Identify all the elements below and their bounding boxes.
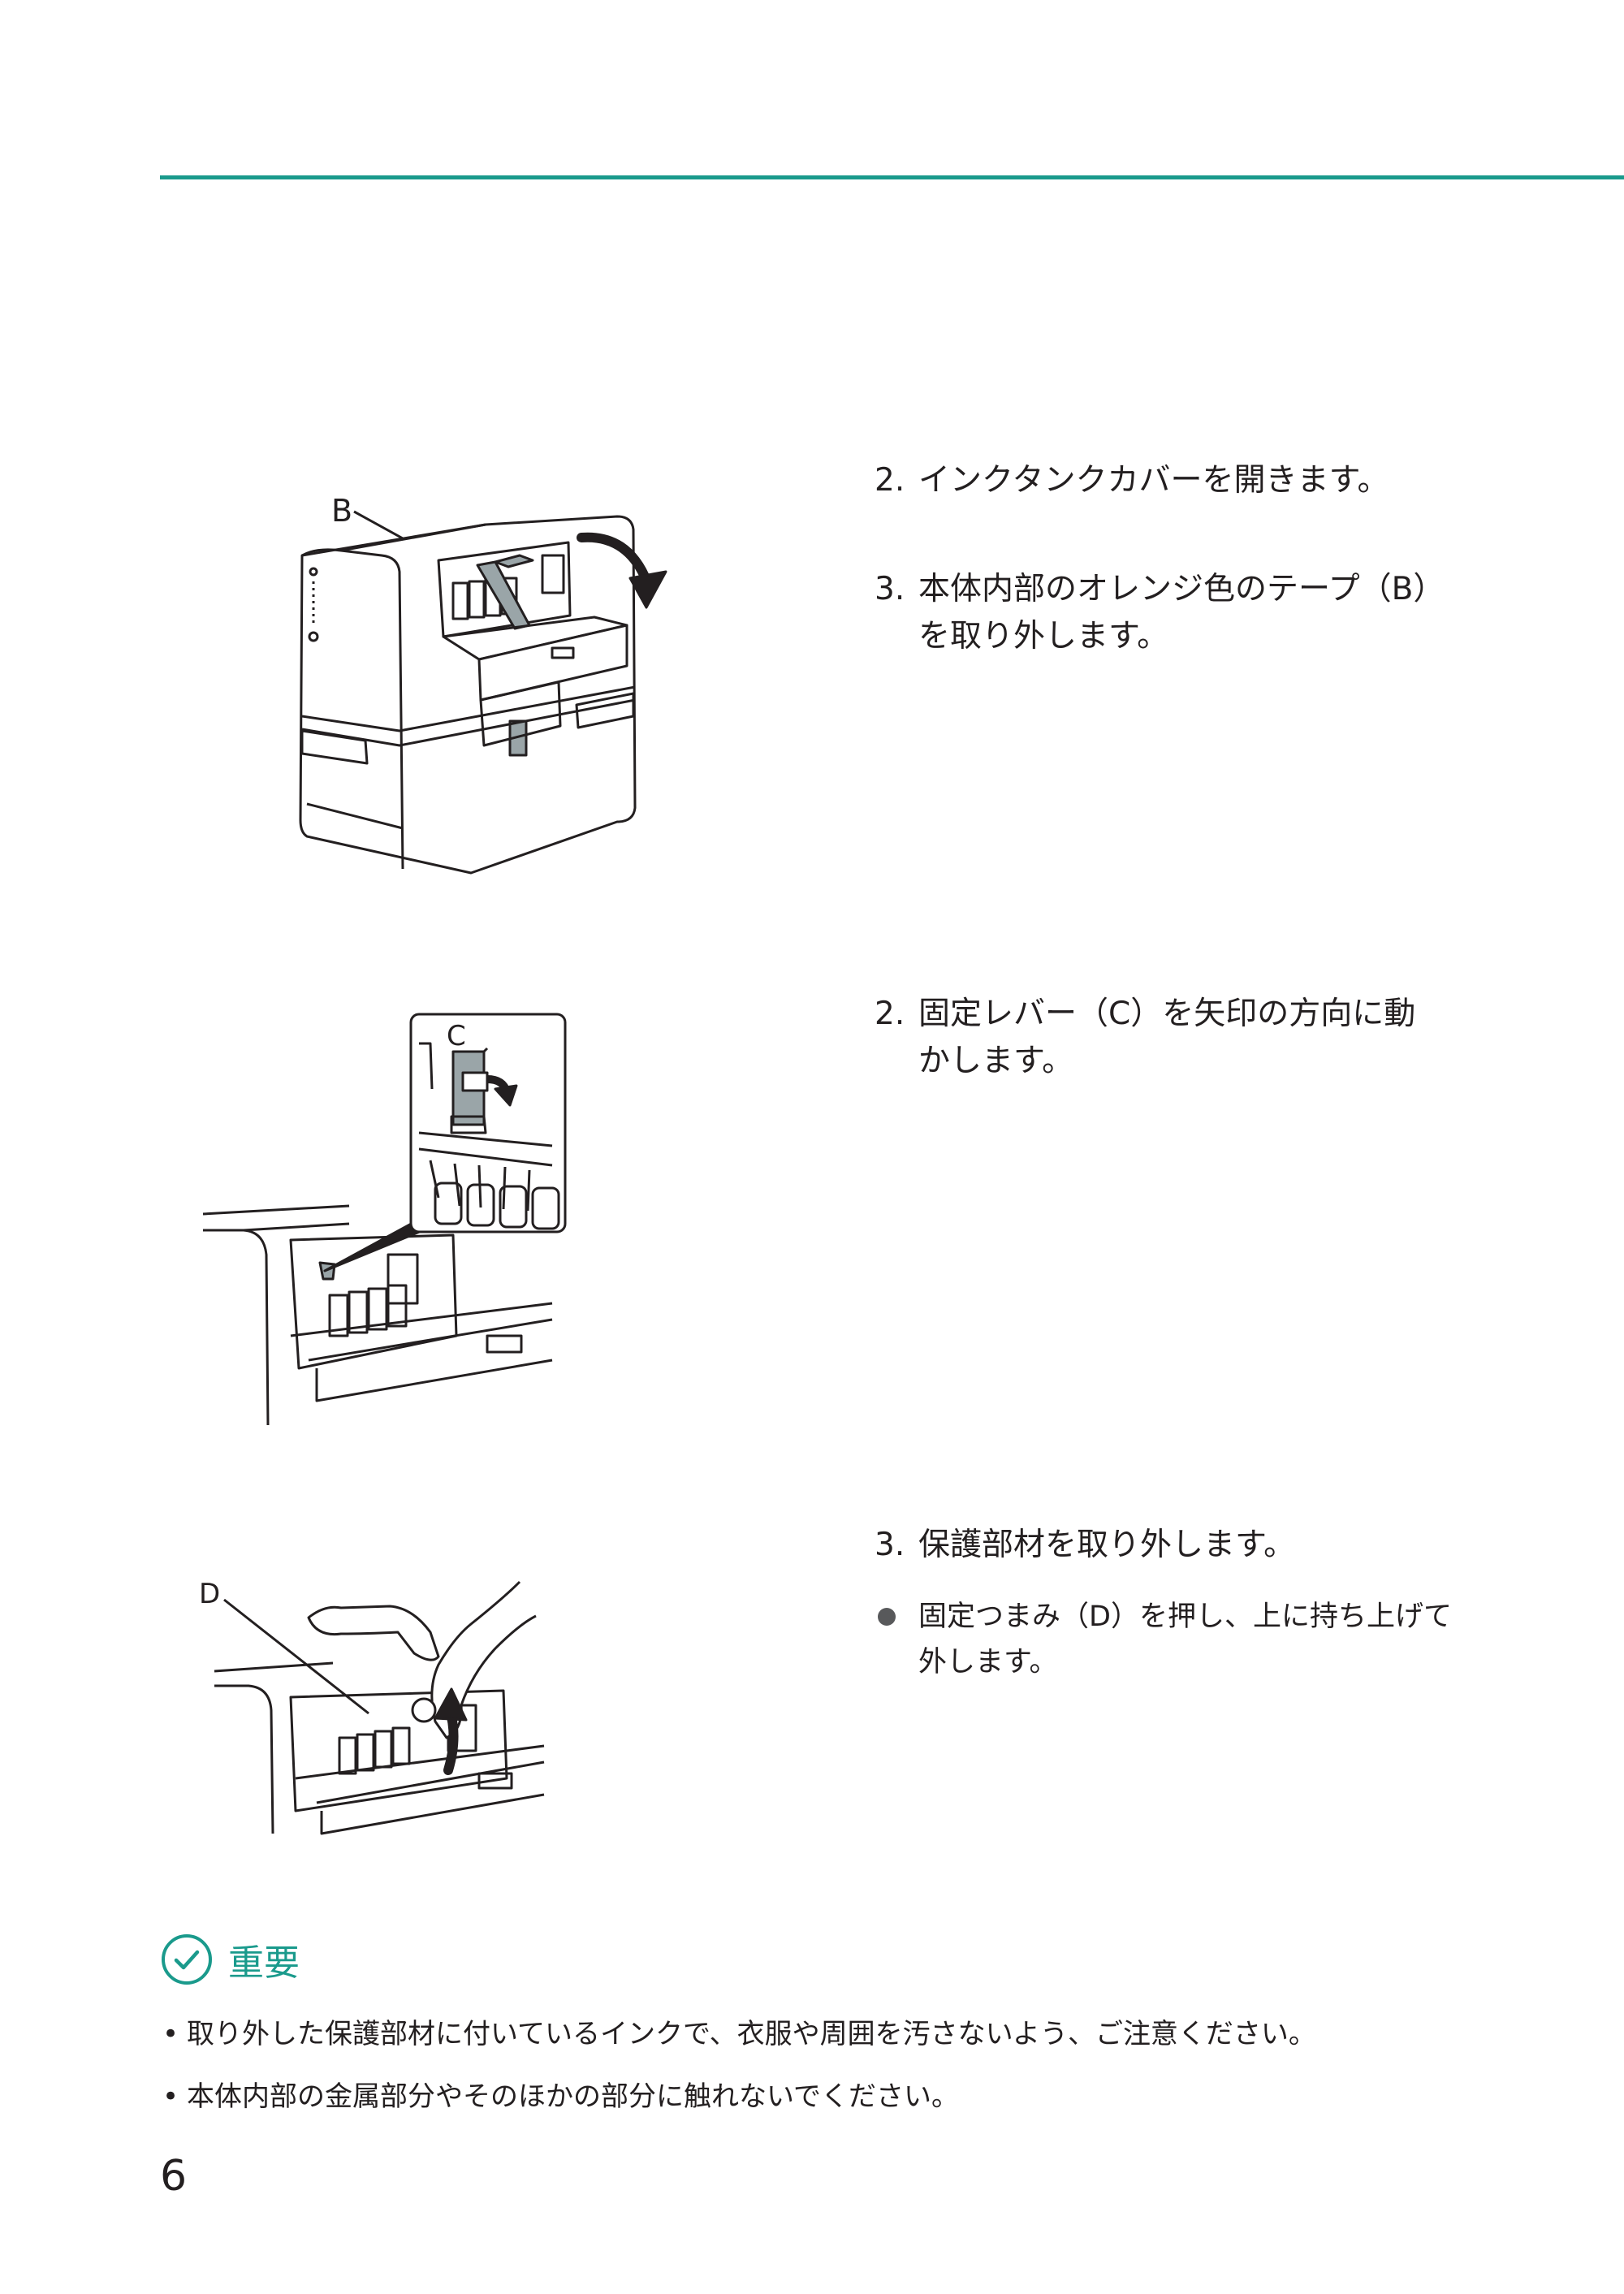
note-text: 取り外した保護部材に付いているインクで、衣服や周囲を汚さないよう、ご注意ください… <box>187 2018 1316 2050</box>
top-rule <box>160 175 1624 179</box>
step-open-cover: 2. インクタンクカバーを開きます。 <box>875 457 1389 504</box>
important-note-1: •取り外した保護部材に付いているインクで、衣服や周囲を汚さないよう、ご注意くださ… <box>162 2014 1316 2054</box>
important-title: 重要 <box>228 1942 300 1984</box>
label-b: B <box>331 493 352 529</box>
step-move-lever: 2. 固定レバー（C）を矢印の方向に動 かします。 <box>875 991 1415 1085</box>
figure-fixing-lever: C <box>195 1011 568 1425</box>
label-c: C <box>447 1020 466 1052</box>
step-text: 固定レバー（C）を矢印の方向に動 <box>918 996 1416 1032</box>
note-bullet: • <box>162 2018 179 2050</box>
page-number: 6 <box>160 2152 188 2201</box>
important-note-2: •本体内部の金属部分やそのほかの部分に触れないでください。 <box>162 2076 959 2117</box>
bullet-line-2: 外します。 <box>918 1646 1058 1678</box>
step-text: インクタンクカバーを開きます。 <box>918 462 1389 499</box>
figure-protective-part: D <box>195 1575 568 1835</box>
note-bullet: • <box>162 2080 179 2113</box>
step-text-continuation: かします。 <box>918 1043 1074 1079</box>
label-d: D <box>199 1578 220 1610</box>
step-number: 2. <box>875 462 905 499</box>
step-number: 2. <box>875 996 905 1032</box>
step-number: 3. <box>875 571 905 607</box>
bullet-press-knob: 固定つまみ（D）を押し、上に持ち上げて 外します。 <box>875 1594 1452 1685</box>
step-text-continuation: を取り外します。 <box>918 618 1169 655</box>
note-text: 本体内部の金属部分やそのほかの部分に触れないでください。 <box>187 2080 959 2113</box>
step-text: 本体内部のオレンジ色のテープ（B） <box>918 571 1445 607</box>
bullet-dot <box>878 1608 896 1626</box>
check-circle-icon <box>162 1934 212 1985</box>
step-number: 3. <box>875 1527 905 1563</box>
step-remove-tape: 3. 本体内部のオレンジ色のテープ（B） を取り外します。 <box>875 566 1445 660</box>
step-text: 保護部材を取り外します。 <box>918 1527 1296 1563</box>
figure-ink-tank-cover: B <box>284 487 690 885</box>
important-heading: 重要 <box>160 1931 300 1988</box>
step-remove-protective-part: 3. 保護部材を取り外します。 <box>875 1522 1295 1569</box>
bullet-line-1: 固定つまみ（D）を押し、上に持ち上げて <box>918 1601 1452 1633</box>
